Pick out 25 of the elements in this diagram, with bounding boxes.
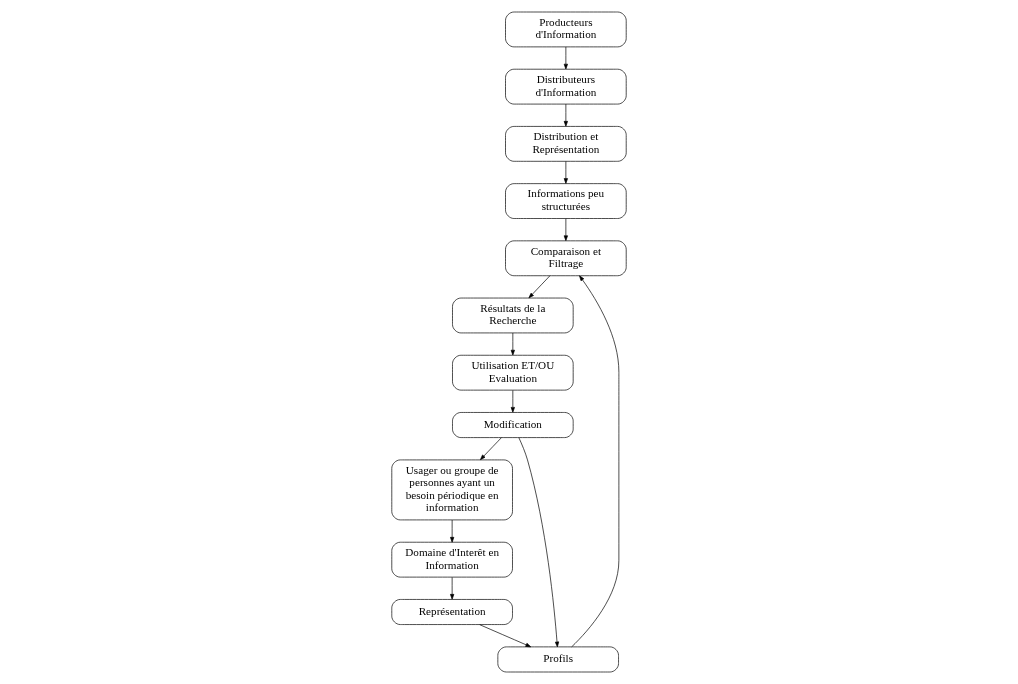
arrow [563, 160, 568, 184]
arrow [563, 103, 568, 127]
arrow [479, 624, 532, 648]
arrow [571, 275, 620, 648]
node-box: Informations peu structurées [505, 183, 627, 219]
node-box: Résultats de la Recherche [452, 297, 574, 334]
arrow [528, 275, 551, 299]
arrow [480, 437, 502, 460]
arrow [510, 332, 515, 356]
node-box: Usager ou groupe de personnes ayant un besoin périodique en information [391, 459, 513, 521]
node-box: Profils [497, 646, 619, 673]
node-box: Producteurs d'Information [505, 11, 627, 48]
arrow [563, 46, 568, 70]
node-box: Distributeurs d'Information [505, 68, 627, 105]
node-box: Représentation [391, 599, 513, 625]
arrow [510, 390, 515, 413]
arrow [450, 519, 455, 543]
arrow [518, 437, 560, 648]
node-box: Utilisation ET/OU Evaluation [452, 354, 574, 391]
node-box: Modification [452, 412, 574, 438]
arrow [450, 577, 455, 600]
node-box: Distribution et Représentation [505, 126, 627, 162]
node-box: Domaine d'Interêt en Information [391, 541, 513, 578]
node-box: Comparaison et Filtrage [505, 240, 627, 277]
arrow [563, 218, 568, 241]
